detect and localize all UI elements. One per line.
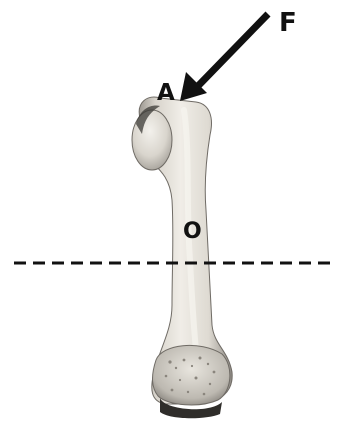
bone xyxy=(132,97,232,418)
point-o-label: O xyxy=(183,221,202,243)
force-label: F xyxy=(279,10,297,36)
force-arrow xyxy=(180,14,268,101)
point-a-label: A xyxy=(157,82,175,105)
bone-condyle xyxy=(153,345,230,404)
